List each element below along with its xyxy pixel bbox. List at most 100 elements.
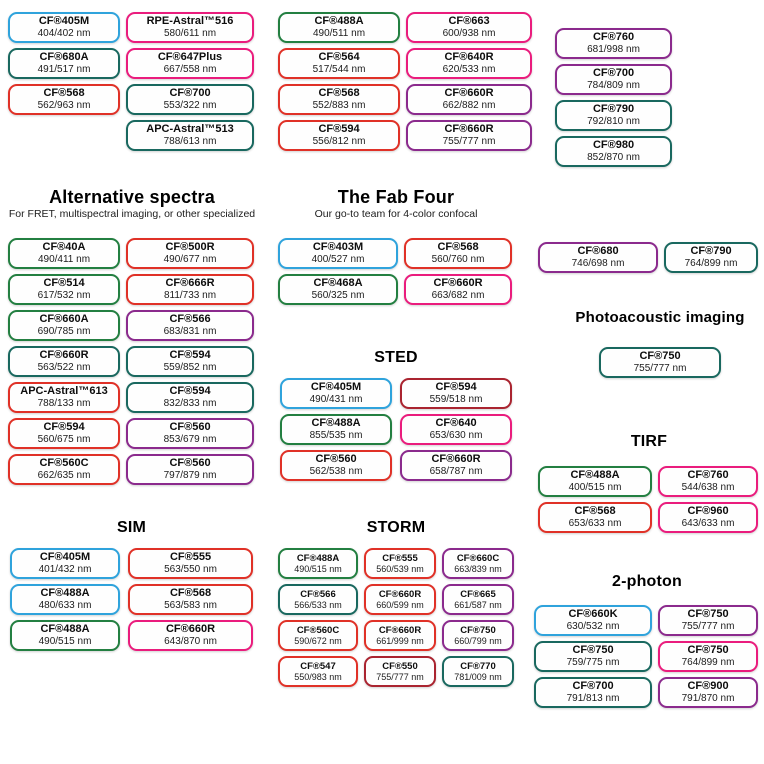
dye-name: CF®568 — [437, 241, 479, 253]
dye-name: CF®488A — [311, 417, 361, 429]
dye-wavelengths: 560/675 nm — [37, 434, 91, 445]
dye-name: CF®405M — [39, 551, 91, 563]
dye-wavelengths: 662/635 nm — [37, 470, 91, 481]
dye-wavelengths: 544/638 nm — [681, 482, 735, 493]
dye-wavelengths: 630/532 nm — [566, 621, 620, 632]
dye-name: CF®660R — [39, 349, 89, 361]
dye-wavelengths: 562/538 nm — [309, 466, 363, 477]
dye-name: CF®550 — [382, 660, 418, 672]
dye-name: CF®750 — [572, 644, 614, 656]
dye-wavelengths: 643/870 nm — [164, 636, 217, 647]
dye-wavelengths: 690/785 nm — [37, 326, 91, 337]
dye-wavelengths: 490/515 nm — [38, 636, 92, 647]
alternative-spectra-title: Alternative spectra — [49, 187, 215, 207]
dye-name: CF®594 — [43, 421, 85, 433]
dye-wavelengths: 480/633 nm — [38, 600, 92, 611]
dye-name: CF®40A — [42, 241, 86, 253]
dye-name: CF®660R — [378, 624, 422, 636]
dye-wavelengths: 620/533 nm — [442, 64, 496, 75]
dye-wavelengths: 490/677 nm — [163, 254, 217, 265]
dye-name: CF®700 — [572, 680, 614, 692]
dye-wavelengths: 566/533 nm — [294, 599, 342, 610]
dye-name: CF®660C — [456, 552, 500, 564]
fab-four-subtitle: Our go-to team for 4-color confocal — [314, 208, 478, 220]
dye-name: CF®680A — [39, 51, 89, 63]
dye-wavelengths: 755/777 nm — [376, 671, 424, 682]
dye-name: CF®594 — [318, 123, 360, 135]
dye-wavelengths: 560/539 nm — [376, 563, 424, 574]
dye-name: CF®594 — [435, 381, 477, 393]
dye-name: CF®566 — [300, 588, 336, 600]
dye-wavelengths: 559/852 nm — [163, 362, 217, 373]
dye-wavelengths: 590/672 nm — [294, 635, 342, 646]
dye-name: CF®568 — [574, 505, 616, 517]
dye-name: CF®560 — [315, 453, 357, 465]
dye-wavelengths: 755/777 nm — [633, 363, 687, 374]
dye-name: CF®700 — [169, 87, 211, 99]
dye-wavelengths: 811/733 nm — [163, 290, 217, 301]
dye-wavelengths: 667/558 nm — [163, 64, 217, 75]
group-fab-four: The Fab Four Our go-to team for 4-color … — [278, 186, 514, 305]
dye-wavelengths: 681/998 nm — [587, 44, 640, 55]
dye-wavelengths: 490/431 nm — [309, 394, 363, 405]
dye-wavelengths: 653/633 nm — [568, 518, 622, 529]
dye-name: CF®555 — [169, 551, 212, 563]
dye-wavelengths: 788/613 nm — [163, 136, 217, 147]
dye-wavelengths: 550/983 nm — [294, 671, 342, 682]
dye-name: CF®488A — [570, 469, 620, 481]
dye-wavelengths: 661/999 nm — [376, 635, 424, 646]
dye-name: RPE-Astral™516 — [146, 15, 234, 27]
dye-name: CF®560C — [296, 624, 340, 636]
tirf-title: TIRF — [630, 433, 668, 450]
dye-name: CF®594 — [169, 349, 211, 361]
dye-name: CF®640 — [435, 417, 477, 429]
dye-wavelengths: 792/810 nm — [587, 116, 640, 127]
dye-name: CF®500R — [165, 241, 215, 253]
dye-wavelengths: 401/432 nm — [38, 564, 92, 575]
dye-name: CF®488A — [296, 552, 340, 564]
dye-wavelengths: 663/839 nm — [454, 563, 502, 574]
dye-name: CF®760 — [592, 31, 635, 43]
dye-wavelengths: 755/777 nm — [442, 136, 496, 147]
dye-name: CF®564 — [318, 51, 360, 63]
dye-wavelengths: 660/599 nm — [376, 599, 424, 610]
dye-name: CF®750 — [639, 350, 681, 362]
dye-name: APC-Astral™513 — [146, 123, 234, 135]
